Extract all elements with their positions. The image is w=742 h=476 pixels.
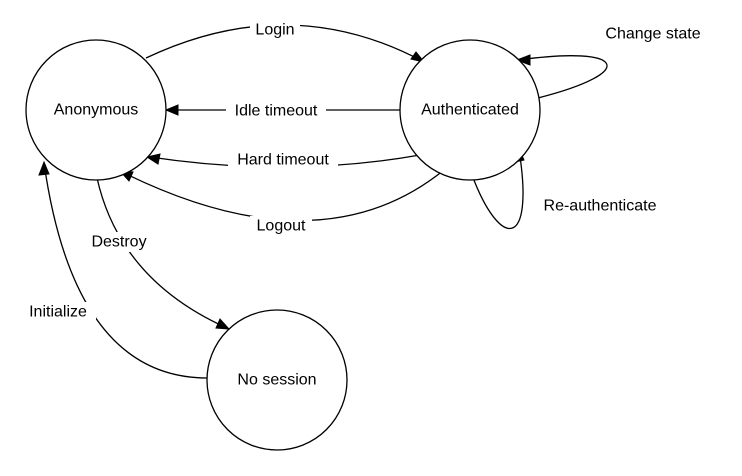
- state-anonymous: [25, 39, 167, 181]
- edge-logout: [121, 169, 445, 222]
- edge-initialize-label: Initialize: [29, 304, 87, 321]
- edge-destroy-label: Destroy: [91, 234, 146, 251]
- edge-hard-timeout-label: Hard timeout: [237, 152, 329, 169]
- edge-idle-timeout-arrowhead: [164, 104, 179, 116]
- state-authenticated: [399, 39, 541, 181]
- edge-re-authenticate-label: Re-authenticate: [544, 198, 657, 215]
- edge-initialize-arrowhead: [38, 160, 50, 176]
- state-no-session-label: No session: [237, 372, 316, 389]
- edge-re-authenticate: [471, 149, 524, 230]
- state-authenticated-label: Authenticated: [421, 102, 519, 119]
- edge-logout-label: Logout: [257, 218, 306, 235]
- edge-change-state: [518, 55, 608, 99]
- state-anonymous-label: Anonymous: [54, 102, 139, 119]
- edge-initialize: [43, 162, 211, 379]
- edge-destroy-arrowhead: [215, 318, 231, 330]
- state-no-session: [206, 309, 348, 451]
- edge-change-state-arrowhead: [515, 54, 531, 66]
- edge-login-label: Login: [255, 22, 294, 39]
- edge-idle-timeout-label: Idle timeout: [235, 103, 318, 120]
- edge-destroy: [96, 177, 228, 329]
- edge-change-state-label: Change state: [605, 26, 700, 43]
- edge-hard-timeout-arrowhead: [145, 153, 161, 165]
